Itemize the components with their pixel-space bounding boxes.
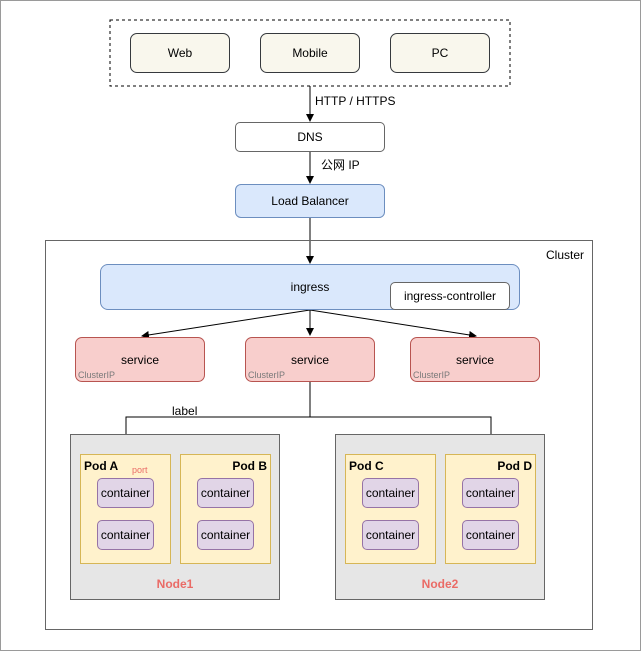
client-web-label: Web xyxy=(167,46,193,60)
service-2-type: ClusterIP xyxy=(248,370,286,380)
service-2: service ClusterIP xyxy=(245,337,375,382)
container-label: container xyxy=(200,486,251,500)
pod-b-title: Pod B xyxy=(232,459,267,473)
edge-ingress-service-1 xyxy=(141,309,311,339)
client-mobile: Mobile xyxy=(260,33,360,73)
port-label: port xyxy=(132,465,148,475)
ingress-controller-label: ingress-controller xyxy=(403,289,497,303)
container-label: container xyxy=(365,486,416,500)
service-1-label: service xyxy=(120,352,159,367)
client-web: Web xyxy=(130,33,230,73)
service-3-type: ClusterIP xyxy=(413,370,451,380)
load-balancer-box: Load Balancer xyxy=(235,184,385,218)
dns-box: DNS xyxy=(235,122,385,152)
pod-a-container-1: container xyxy=(97,478,154,508)
pod-d-container-2: container xyxy=(462,520,519,550)
client-pc: PC xyxy=(390,33,490,73)
pod-b-container-1: container xyxy=(197,478,254,508)
pod-c-title: Pod C xyxy=(349,459,384,473)
service-2-label: service xyxy=(290,352,329,367)
edge-label-public-ip: 公网 IP xyxy=(321,158,360,172)
edge-label-label: label xyxy=(172,404,198,418)
node-1-label: Node1 xyxy=(156,577,194,591)
node-2-label: Node2 xyxy=(421,577,459,591)
pod-a-container-2: container xyxy=(97,520,154,550)
pod-d-title: Pod D xyxy=(497,459,532,473)
pod-c-container-2: container xyxy=(362,520,419,550)
container-label: container xyxy=(465,486,516,500)
container-label: container xyxy=(100,486,151,500)
pod-a-title: Pod A xyxy=(84,459,119,473)
ingress-controller-box: ingress-controller xyxy=(390,282,510,310)
service-1-type: ClusterIP xyxy=(78,370,116,380)
service-1: service ClusterIP xyxy=(75,337,205,382)
load-balancer-label: Load Balancer xyxy=(271,194,349,208)
container-label: container xyxy=(100,528,151,542)
edge-ingress-service-3 xyxy=(309,309,477,339)
container-label: container xyxy=(200,528,251,542)
container-label: container xyxy=(365,528,416,542)
pod-b-container-2: container xyxy=(197,520,254,550)
pod-d-container-1: container xyxy=(462,478,519,508)
client-pc-label: PC xyxy=(431,46,449,60)
service-3-label: service xyxy=(455,352,494,367)
edge-label-http: HTTP / HTTPS xyxy=(315,94,396,108)
ingress-label: ingress xyxy=(290,280,330,294)
cluster-title: Cluster xyxy=(546,248,585,262)
client-mobile-label: Mobile xyxy=(292,46,328,60)
cluster-container xyxy=(45,240,593,630)
container-label: container xyxy=(465,528,516,542)
pod-c-container-1: container xyxy=(362,478,419,508)
service-3: service ClusterIP xyxy=(410,337,540,382)
dns-label: DNS xyxy=(297,130,323,144)
